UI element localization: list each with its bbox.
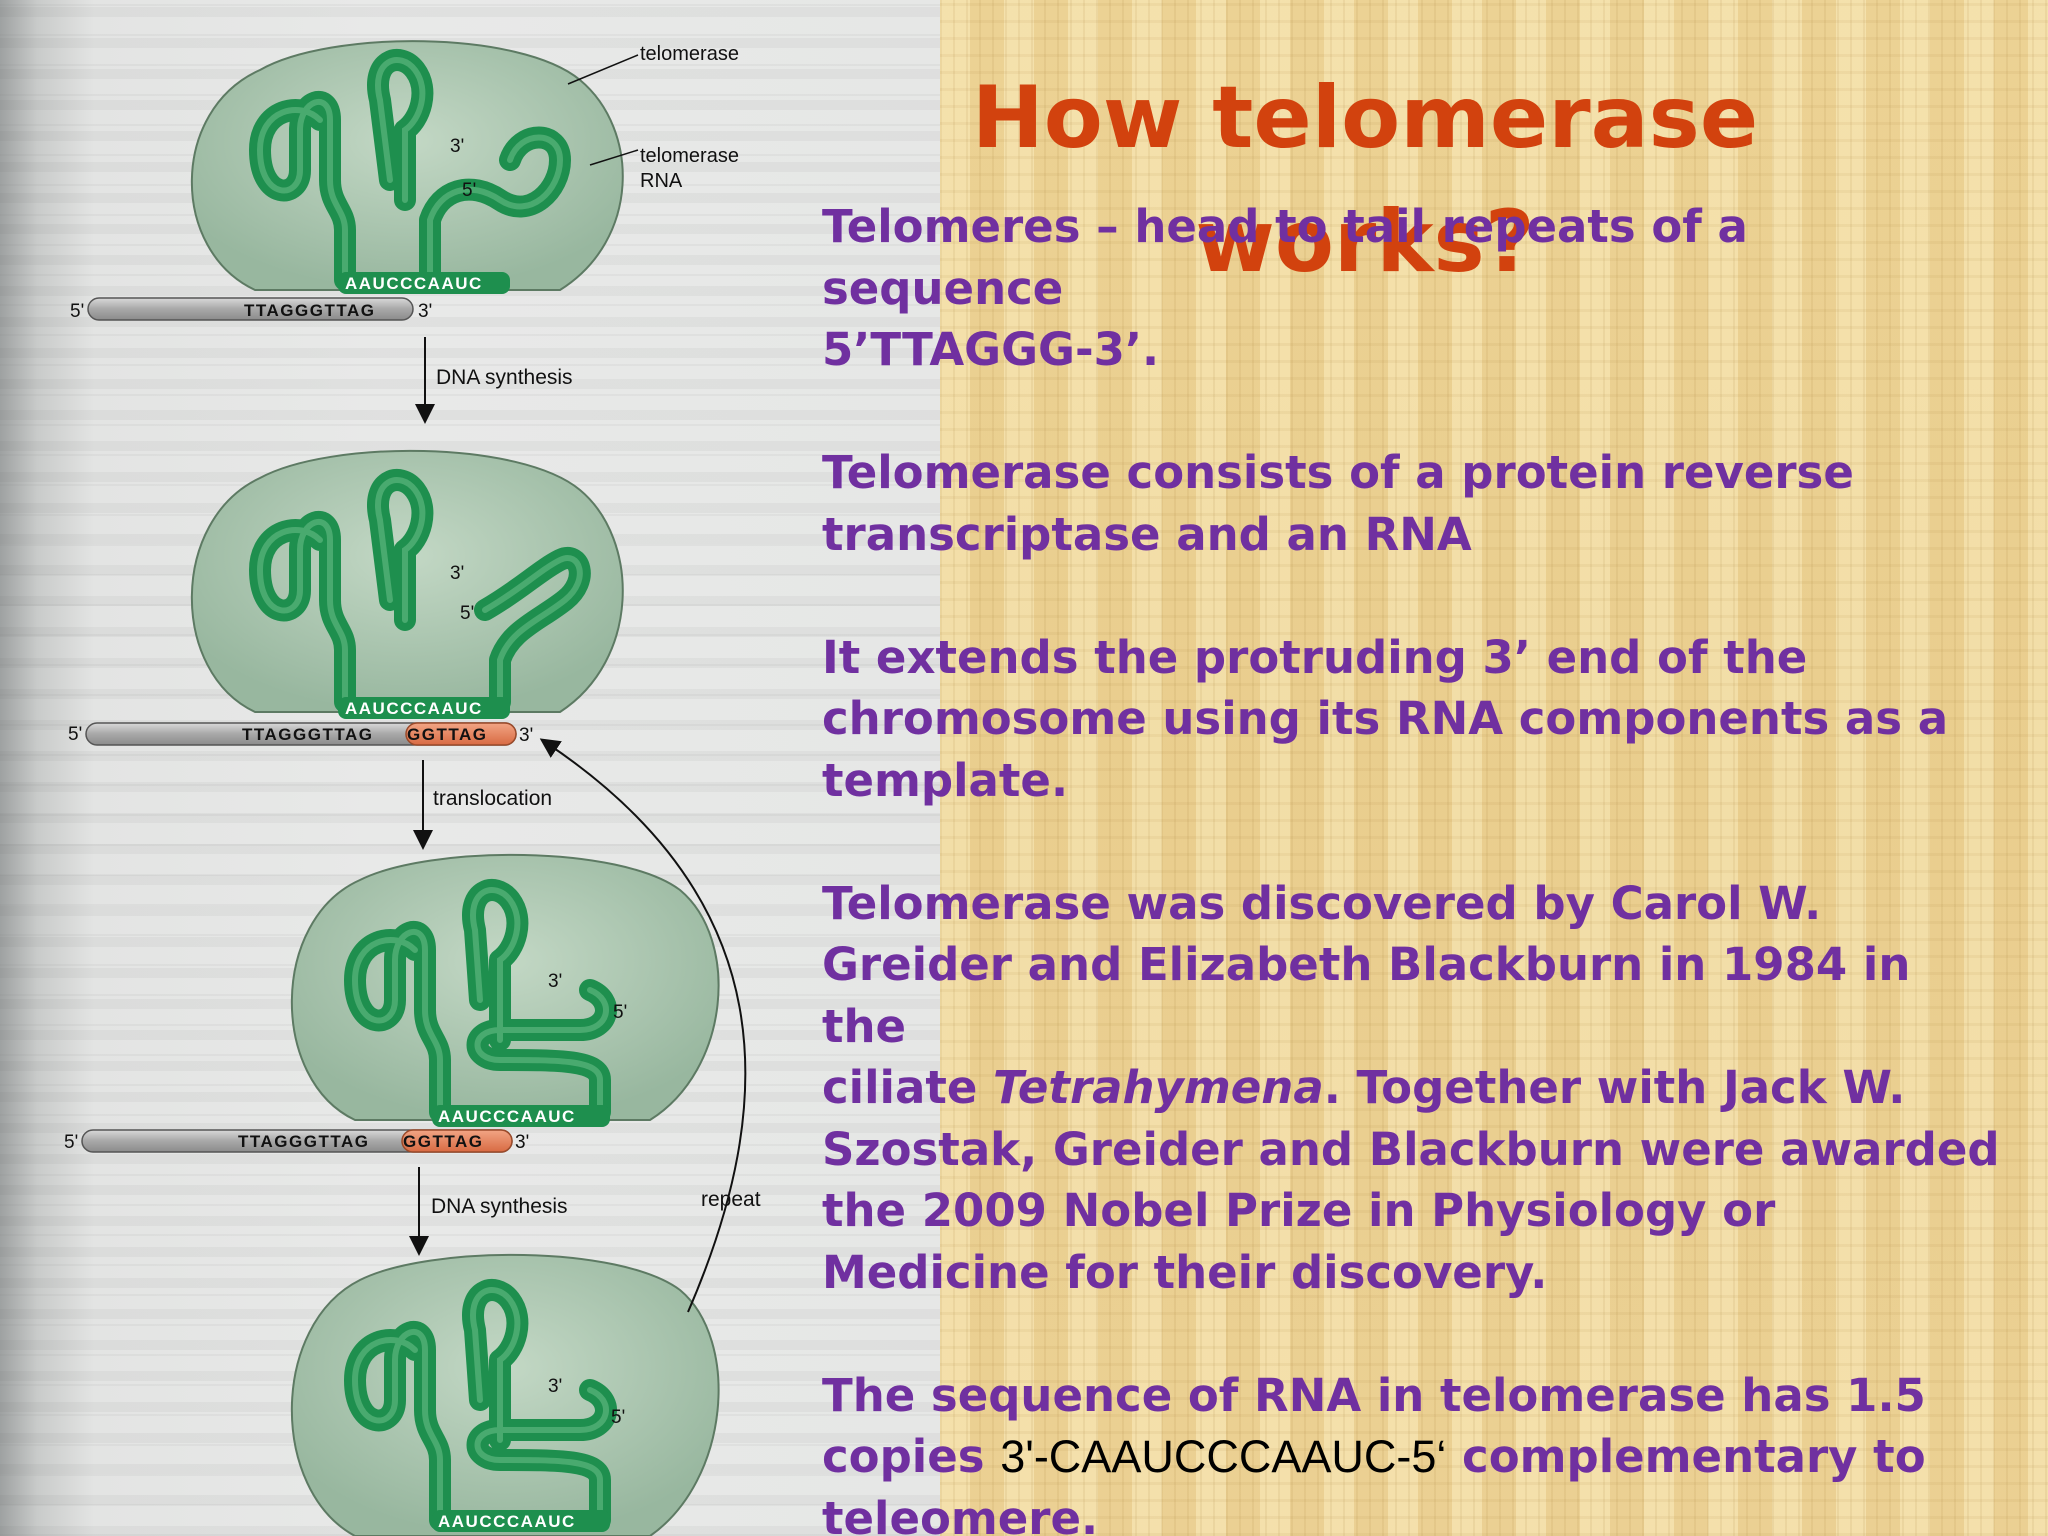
- p3-line-2: chromosome using its RNA components as a: [822, 692, 1949, 745]
- p2-line-2: transcriptase and an RNA: [822, 507, 1472, 561]
- telomerase-label: telomerase: [640, 43, 739, 65]
- paragraph-telomeres: Telomeres – head to tail repeats of a se…: [822, 196, 2002, 381]
- panel-1: AAUCCCAAUC 3' 5' telomerase telomerase R…: [70, 40, 739, 322]
- dna-extension-2: [405, 722, 517, 746]
- rna-3prime-label-3: 3': [548, 971, 562, 992]
- telomerase-diagram: AAUCCCAAUC 3' 5' telomerase telomerase R…: [64, 40, 761, 1536]
- slide-title-line-2: works?: [1195, 192, 1535, 292]
- paragraph-composition: Telomerase consists of a protein reverse…: [822, 442, 2002, 565]
- dna-extension-label-2: GGTTAG: [407, 725, 487, 744]
- dna-5prime-label-2: 5': [68, 724, 82, 745]
- p4-line-2: Greider and Elizabeth Blackburn in 1984 …: [822, 938, 1911, 1053]
- dna-5prime-label-3: 5': [64, 1132, 78, 1153]
- telomerase-rna-label-1: telomerase: [640, 145, 739, 167]
- dna-3prime-label-2: 3': [519, 725, 533, 746]
- rna-template-bar-2: [338, 697, 510, 719]
- p5-line-2-post: complementary to: [1446, 1430, 1926, 1483]
- p3-line-1: It extends the protruding 3’ end of the: [822, 630, 1808, 684]
- dna-extension-3: [401, 1129, 513, 1153]
- p4-line-4: Szostak, Greider and Blackburn were awar…: [822, 1122, 2000, 1176]
- paragraph-discovery: Telomerase was discovered by Carol W. Gr…: [822, 873, 2002, 1304]
- panel-2: AAUCCCAAUC 3' 5' 5' TTAGGGTTAG GGTTAG 3': [68, 449, 624, 746]
- p4-line-3-pre: ciliate: [822, 1061, 994, 1114]
- rna-3prime-label-1: 3': [450, 136, 464, 157]
- slide-body: Telomeres – head to tail repeats of a se…: [822, 196, 2002, 1536]
- step-dna-synthesis-2: DNA synthesis: [431, 1195, 568, 1218]
- paragraph-mechanism: It extends the protruding 3’ end of the …: [822, 627, 2002, 812]
- p5-line-1: The sequence of RNA in telomerase has 1.…: [822, 1368, 1926, 1422]
- rna-template-label-2: AAUCCCAAUC: [345, 699, 483, 718]
- panel-4: AAUCCCAAUC 3' 5': [290, 1253, 720, 1536]
- rna-template-bar-3: [432, 1105, 610, 1127]
- rna-5prime-label-4: 5': [611, 1407, 625, 1428]
- p4-line-3-italic: Tetrahymena: [993, 1061, 1324, 1114]
- p5-line-2-pre: copies: [822, 1430, 1001, 1483]
- slide-title: How telomerase works?: [940, 56, 1790, 304]
- rna-template-label-3: AAUCCCAAUC: [438, 1107, 576, 1126]
- p1-line-1: Telomeres – head to tail repeats of a se…: [822, 200, 1748, 315]
- dna-sequence-2: TTAGGGTTAG: [242, 725, 373, 744]
- p4-line-6: Medicine for their discovery.: [822, 1245, 1548, 1299]
- parchment-background: [940, 0, 2048, 1536]
- rna-template-label-4: AAUCCCAAUC: [438, 1512, 576, 1531]
- step-dna-synthesis-1: DNA synthesis: [436, 366, 573, 389]
- p5-line-2-sequence: 3'-CAAUCCCAAUC-5‘: [1000, 1431, 1447, 1482]
- p1-line-2: 5’TTAGGG-3’.: [822, 323, 1160, 376]
- step-repeat: repeat: [701, 1188, 761, 1211]
- dna-sequence-3: TTAGGGTTAG: [238, 1132, 369, 1151]
- panel-3: AAUCCCAAUC 3' 5' 5' TTAGGGTTAG GGTTAG 3': [64, 853, 720, 1153]
- p5-line-3: teleomere.: [822, 1491, 1099, 1536]
- rna-3prime-label-4: 3': [548, 1376, 562, 1397]
- p4-line-1: Telomerase was discovered by Carol W.: [822, 876, 1822, 930]
- p4-line-3-post: . Together with Jack W.: [1323, 1061, 1906, 1114]
- p3-line-3: template.: [822, 753, 1069, 807]
- repeat-arrow: [539, 738, 747, 1313]
- paragraph-rna-sequence: The sequence of RNA in telomerase has 1.…: [822, 1365, 2002, 1536]
- rna-5prime-label-1: 5': [462, 180, 476, 201]
- dna-sequence-1: TTAGGGTTAG: [244, 301, 375, 320]
- rna-3prime-label-2: 3': [450, 563, 464, 584]
- dna-3prime-label-1: 3': [418, 301, 432, 322]
- rna-5prime-label-3: 5': [613, 1002, 627, 1023]
- rna-template-label-1: AAUCCCAAUC: [345, 274, 483, 293]
- dna-3prime-label-3: 3': [515, 1132, 529, 1153]
- dna-strand-1: [87, 297, 414, 321]
- p2-line-1: Telomerase consists of a protein reverse: [822, 446, 1854, 499]
- rna-template-bar-1: [338, 272, 510, 294]
- step-translocation: translocation: [433, 787, 552, 810]
- rna-5prime-label-2: 5': [460, 603, 474, 624]
- dna-5prime-label-1: 5': [70, 301, 84, 322]
- rna-template-bar-4: [432, 1510, 610, 1532]
- p4-line-5: the 2009 Nobel Prize in Physiology or: [822, 1184, 1776, 1237]
- slide-title-line-1: How telomerase: [971, 68, 1759, 168]
- telomerase-rna-label-2: RNA: [640, 170, 683, 192]
- dna-extension-label-3: GGTTAG: [403, 1132, 483, 1151]
